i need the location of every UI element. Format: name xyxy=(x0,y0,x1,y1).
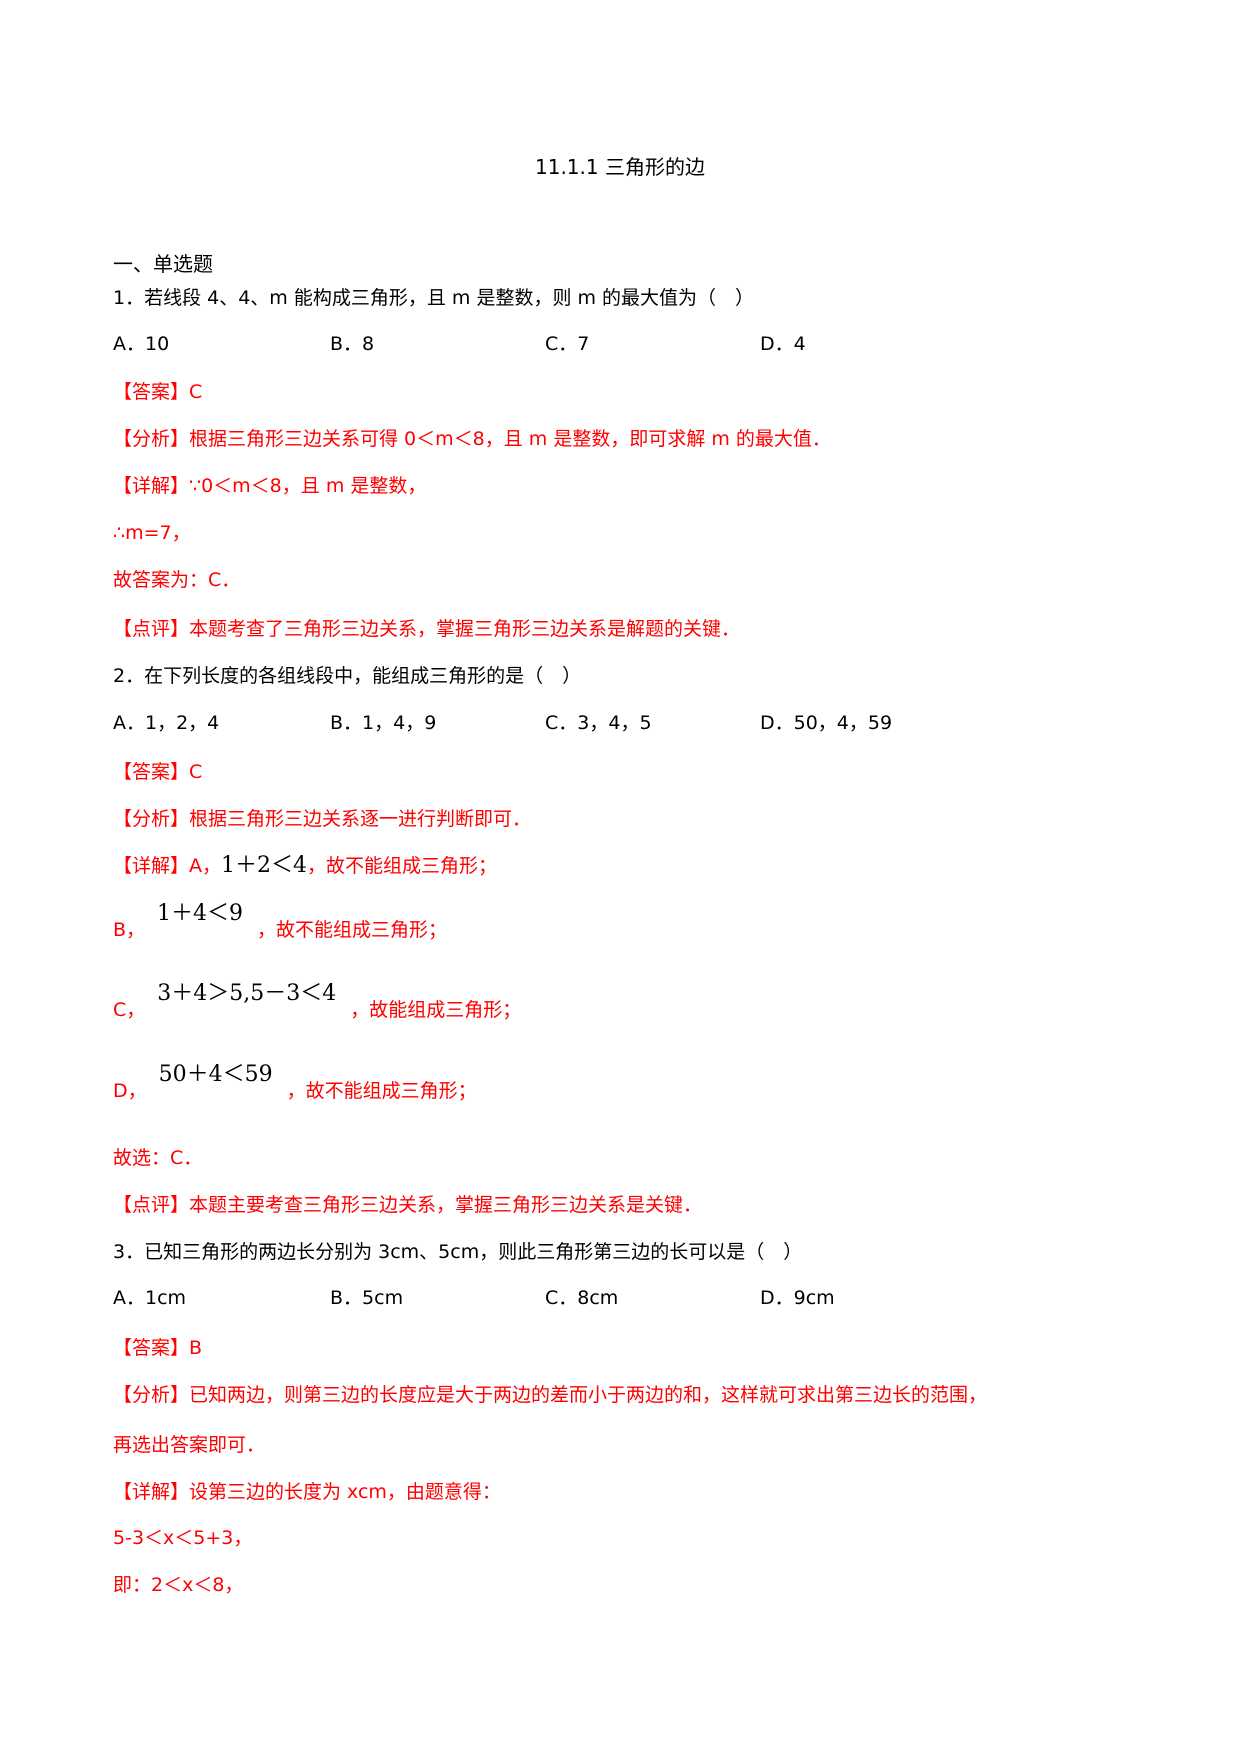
q1-step: ∴m=7， xyxy=(113,522,191,544)
q2-detail-b: B， 1＋4＜9 ，故不能组成三角形； xyxy=(113,902,448,942)
q2-detail-c-suffix: ，故能组成三角形； xyxy=(350,999,522,1021)
q1-analysis: 【分析】根据三角形三边关系可得 0＜m＜8，且 m 是整数，即可求解 m 的最大… xyxy=(113,428,831,450)
q2-answer: 【答案】C xyxy=(113,761,203,783)
q1-option-b: B．8 xyxy=(330,333,375,355)
q3-analysis-line1: 【分析】已知两边，则第三边的长度应是大于两边的差而小于两边的和，这样就可求出第三… xyxy=(113,1384,988,1406)
q2-detail-a: 【详解】A，1＋2＜4，故不能组成三角形； xyxy=(113,854,497,878)
q2-detail-b-suffix: ，故不能组成三角形； xyxy=(257,919,448,941)
q1-comment: 【点评】本题考查了三角形三边关系，掌握三角形三边关系是解题的关键． xyxy=(113,618,741,640)
q1-detail: 【详解】∵0＜m＜8，且 m 是整数， xyxy=(113,475,427,497)
q3-stem: 3．已知三角形的两边长分别为 3cm、5cm，则此三角形第三边的长可以是（ ） xyxy=(113,1241,803,1263)
q3-step2: 即：2＜x＜8， xyxy=(113,1574,244,1596)
q2-detail-d-prefix: D， xyxy=(113,1080,147,1102)
q1-answer: 【答案】C xyxy=(113,381,203,403)
q3-option-d: D．9cm xyxy=(760,1287,835,1309)
q3-option-b: B．5cm xyxy=(330,1287,404,1309)
q1-stem: 1．若线段 4、4、m 能构成三角形，且 m 是整数，则 m 的最大值为（ ） xyxy=(113,287,755,309)
q2-detail-d-math: 50＋4＜59 xyxy=(158,1062,273,1087)
q2-detail-d: D， 50＋4＜59 ，故不能组成三角形； xyxy=(113,1063,477,1103)
q3-answer: 【答案】B xyxy=(113,1337,203,1359)
q2-analysis: 【分析】根据三角形三边关系逐一进行判断即可． xyxy=(113,808,532,830)
q2-detail-c: C， 3＋4＞5,5－3＜4 ，故能组成三角形； xyxy=(113,982,522,1022)
q3-option-a: A．1cm xyxy=(113,1287,187,1309)
q3-step1: 5-3＜x＜5+3， xyxy=(113,1527,253,1549)
q2-detail-a-math: 1＋2＜4 xyxy=(221,853,307,878)
page-title: 11.1.1 三角形的边 xyxy=(535,155,705,179)
q2-detail-b-math: 1＋4＜9 xyxy=(157,901,244,926)
q2-detail-d-suffix: ，故不能组成三角形； xyxy=(286,1080,477,1102)
q2-detail-c-prefix: C， xyxy=(113,999,146,1021)
q3-option-c: C．8cm xyxy=(545,1287,619,1309)
q3-detail: 【详解】设第三边的长度为 xcm，由题意得： xyxy=(113,1481,501,1503)
q2-option-b: B．1，4，9 xyxy=(330,712,437,734)
q2-detail-b-prefix: B， xyxy=(113,919,146,941)
q2-option-d: D．50，4，59 xyxy=(760,712,893,734)
q1-option-d: D．4 xyxy=(760,333,806,355)
q2-detail-a-suffix: ，故不能组成三角形； xyxy=(307,855,498,877)
q2-comment: 【点评】本题主要考查三角形三边关系，掌握三角形三边关系是关键． xyxy=(113,1194,703,1216)
q1-option-c: C．7 xyxy=(545,333,590,355)
q1-option-a: A．10 xyxy=(113,333,170,355)
q2-detail-c-math: 3＋4＞5,5－3＜4 xyxy=(157,981,337,1006)
q2-conclusion: 故选：C． xyxy=(113,1147,203,1169)
q2-detail-a-prefix: 【详解】A， xyxy=(113,855,221,877)
q2-option-a: A．1，2，4 xyxy=(113,712,220,734)
q2-option-c: C．3，4，5 xyxy=(545,712,652,734)
section-heading: 一、单选题 xyxy=(113,252,213,276)
q3-analysis-line2: 再选出答案即可． xyxy=(113,1434,266,1456)
q2-stem: 2．在下列长度的各组线段中，能组成三角形的是（ ） xyxy=(113,665,582,687)
q1-conclusion: 故答案为：C． xyxy=(113,569,241,591)
